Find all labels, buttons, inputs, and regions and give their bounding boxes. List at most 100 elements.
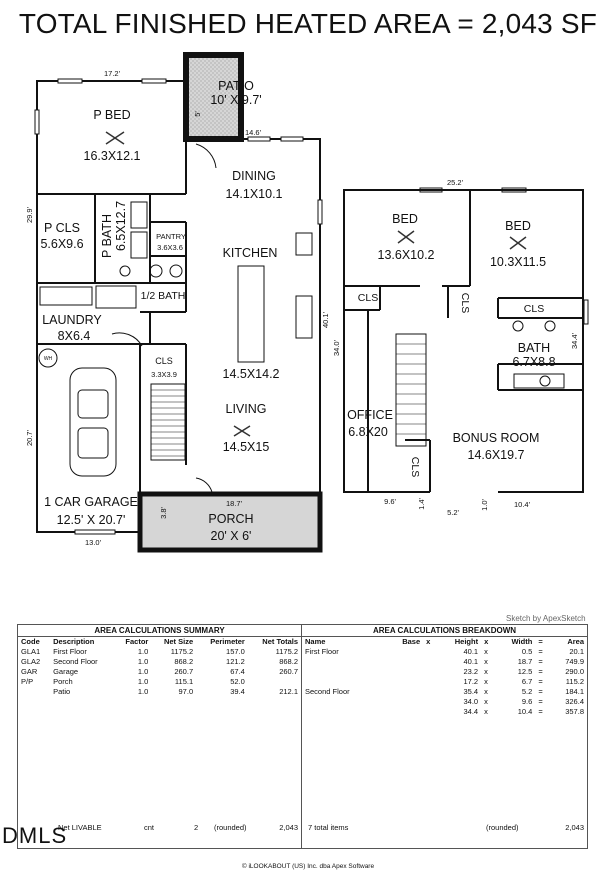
cell: 1.0 [137, 667, 149, 676]
cell: 17.2 [463, 677, 479, 686]
cell: 157.0 [226, 647, 245, 656]
col-header: Net Totals [262, 637, 298, 646]
net-livable-label: Net LIVABLE [58, 823, 102, 832]
room-name: CLS [459, 293, 471, 313]
dimension: 1.0' [480, 499, 489, 511]
cell: 34.0 [463, 697, 479, 706]
cell: GLA1 [21, 647, 41, 656]
area-breakdown-table: AREA CALCULATIONS BREAKDOWN Name Base x … [301, 624, 588, 849]
cell: 121.2 [226, 657, 245, 666]
room-size: 6.8X20 [348, 425, 388, 439]
cell: 184.1 [565, 687, 584, 696]
cell: Porch [53, 677, 73, 686]
cell: GLA2 [21, 657, 41, 666]
cell: 40.1 [463, 657, 479, 666]
dimension: 17.2' [104, 69, 121, 78]
stairs-first [151, 389, 185, 457]
room-name: LIVING [226, 402, 267, 416]
dimension: 40.1' [321, 311, 330, 328]
cell: 9.6 [521, 697, 533, 706]
room-name: BED [392, 212, 418, 226]
cell: 0.5 [521, 647, 533, 656]
cell: 12.5 [517, 667, 533, 676]
dimension: 9.6' [384, 497, 396, 506]
cell: 1.0 [137, 647, 149, 656]
summary-heading: AREA CALCULATIONS SUMMARY [18, 625, 301, 637]
cell: 1175.2 [275, 647, 298, 656]
first-floor-fixtures [38, 143, 313, 493]
cell: 6.7 [521, 677, 533, 686]
dimension: 3.8' [159, 507, 168, 519]
rounded-label: (rounded) [486, 823, 519, 832]
cell: 67.4 [230, 667, 245, 676]
sketch-credit: Sketch by ApexSketch [506, 614, 586, 623]
cell: 10.4 [517, 707, 533, 716]
dimension: 5.2' [447, 508, 459, 517]
room-size: 13.6X10.2 [378, 248, 435, 262]
cell: 115.2 [565, 677, 584, 686]
cell: x [484, 647, 488, 656]
room-name: DINING [232, 169, 276, 183]
cell: 34.4 [463, 707, 479, 716]
col-header: Name [305, 637, 326, 646]
water-heater-label: WH [44, 356, 53, 362]
room-name: BATH [518, 341, 550, 355]
room-name: P CLS [44, 221, 80, 235]
room-name: OFFICE [347, 408, 393, 422]
stairs-second [396, 343, 426, 435]
dimension: 25.2' [447, 178, 464, 187]
room-size: 12.5' X 20.7' [57, 513, 126, 527]
copyright: © iLOOKABOUT (US) Inc. dba Apex Software [241, 863, 375, 870]
dimension: 18.7' [226, 499, 243, 508]
cell: 39.4 [230, 687, 245, 696]
col-header: Area [567, 637, 584, 646]
cell: GAR [21, 667, 38, 676]
cell: 1175.2 [170, 647, 194, 656]
dimension: 10.4' [514, 500, 531, 509]
cell: Garage [53, 667, 79, 676]
cell: 18.7 [517, 657, 533, 666]
cell: 212.1 [279, 687, 298, 696]
col-header: = [538, 637, 543, 646]
cell: 868.2 [174, 657, 194, 666]
cell [302, 677, 388, 687]
cell: = [538, 657, 543, 666]
room-size: 14.5X15 [223, 440, 270, 454]
breakdown-header-row: Name Base x Height x Width = Area [302, 637, 587, 647]
room-size: 16.3X12.1 [84, 149, 141, 163]
room-name: PORCH [208, 512, 253, 526]
ceiling-fan-icon [105, 131, 527, 437]
room-size: 5.6X9.6 [40, 237, 83, 251]
col-header: Width [511, 637, 533, 646]
col-header: x [426, 637, 431, 646]
room-size: 14.5X14.2 [223, 367, 280, 381]
cell [302, 707, 388, 717]
room-size: 8X6.4 [58, 329, 91, 343]
dimension: 29.9' [25, 206, 34, 223]
room-size: 6.5X12.7 [114, 201, 128, 251]
cell: x [484, 657, 488, 666]
cell: 23.2 [463, 667, 479, 676]
cell: 20.1 [569, 647, 584, 656]
cell: = [538, 667, 543, 676]
cell: 749.9 [565, 657, 584, 666]
room-name: P BATH [100, 214, 114, 258]
col-header: Description [53, 637, 95, 646]
dimension: 34.0' [332, 339, 341, 356]
room-name: PANTRY [156, 232, 186, 241]
room-name: KITCHEN [223, 246, 278, 260]
cell: 868.2 [279, 657, 298, 666]
page-title: TOTAL FINISHED HEATED AREA = 2,043 SF [18, 8, 598, 39]
cell: = [538, 697, 543, 706]
cell: x [484, 697, 488, 706]
